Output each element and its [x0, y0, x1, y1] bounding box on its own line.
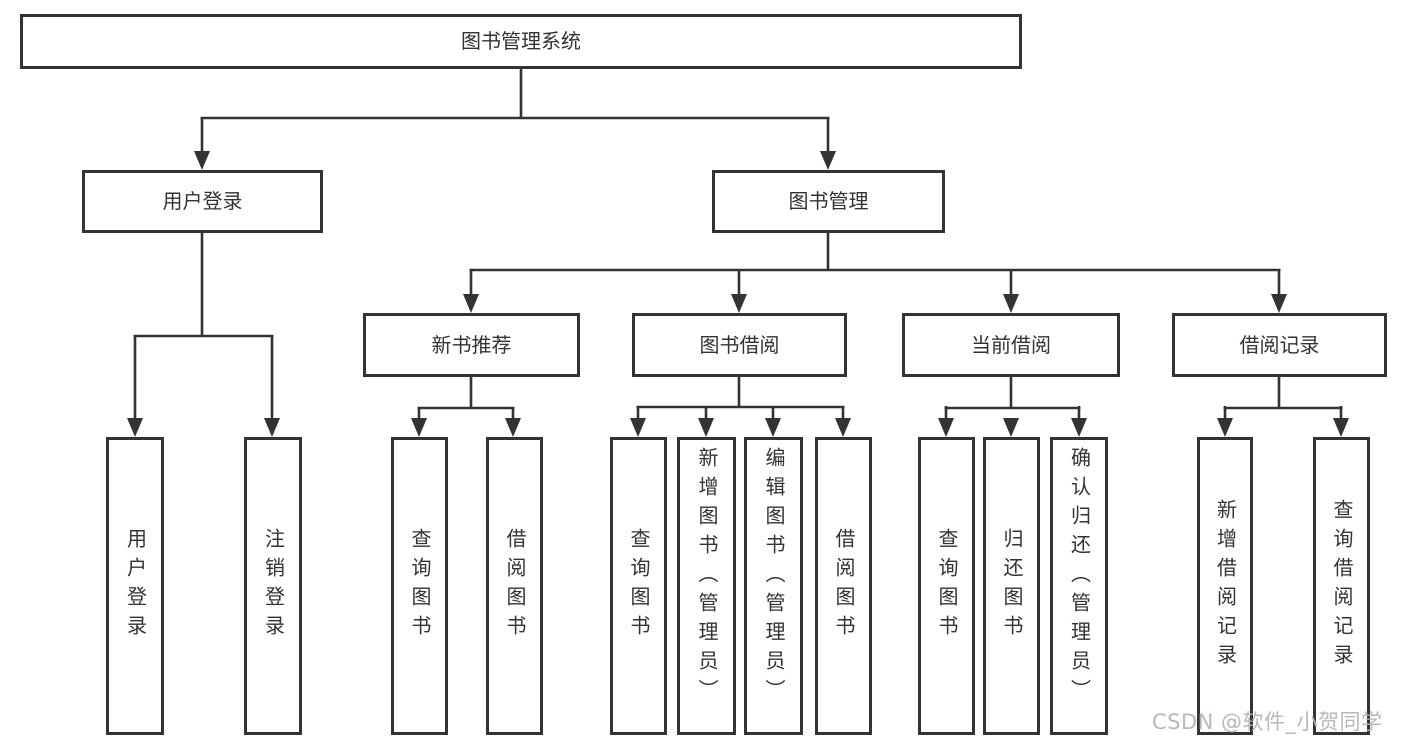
csdn-watermark: CSDN @软件_小贺同学 [1152, 710, 1383, 734]
leaf-confirm-return-admin: 确认归还（管理员） [1050, 437, 1108, 735]
leaf-return-books: 归还图书 [983, 437, 1040, 735]
node-current-borrowing: 当前借阅 [902, 313, 1120, 377]
leaf-query-books-3: 查询图书 [918, 437, 975, 735]
leaf-add-books-admin: 新增图书（管理员） [677, 437, 736, 735]
leaf-query-books-1: 查询图书 [391, 437, 448, 735]
leaf-query-books-2: 查询图书 [610, 437, 667, 735]
leaf-borrow-books-1: 借阅图书 [486, 437, 543, 735]
leaf-add-borrow-record: 新增借阅记录 [1197, 437, 1253, 735]
node-library-system: 图书管理系统 [20, 14, 1022, 69]
leaf-user-login: 用户登录 [106, 437, 164, 735]
node-book-borrowing: 图书借阅 [632, 313, 847, 377]
leaf-logout: 注销登录 [244, 437, 302, 735]
leaf-edit-books-admin: 编辑图书（管理员） [744, 437, 803, 735]
leaf-query-borrow-record: 查询借阅记录 [1313, 437, 1370, 735]
node-new-book-recommend: 新书推荐 [363, 313, 580, 377]
leaf-borrow-books-2: 借阅图书 [815, 437, 872, 735]
node-user-login: 用户登录 [82, 170, 323, 233]
node-borrow-records: 借阅记录 [1172, 313, 1387, 377]
node-book-management: 图书管理 [712, 170, 945, 233]
